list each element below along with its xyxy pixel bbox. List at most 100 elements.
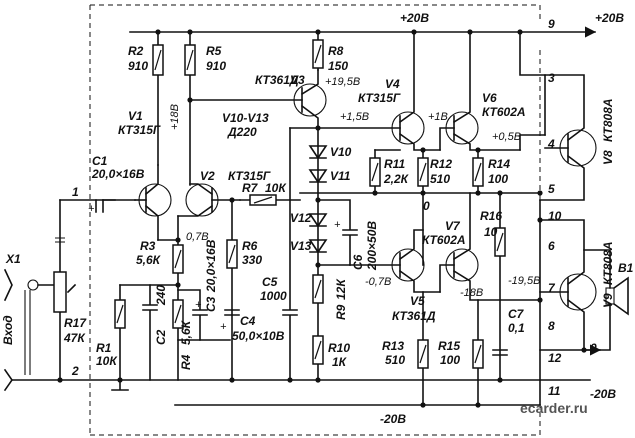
v10-label: V10 bbox=[330, 145, 352, 159]
r14-resistor bbox=[472, 134, 546, 194]
c7-value: 0,1 bbox=[508, 321, 525, 335]
pin-7: 7 bbox=[548, 281, 556, 295]
v2-label: V2 bbox=[200, 169, 215, 183]
pin-2: 2 bbox=[71, 364, 79, 378]
pin-9: 9 bbox=[548, 17, 555, 31]
c6-value: 200×50В bbox=[365, 221, 379, 271]
r7-label: R7 bbox=[242, 181, 259, 195]
r4-label: R4 bbox=[179, 354, 193, 370]
r7-value: 10К bbox=[265, 181, 287, 195]
r6-label: R6 bbox=[242, 239, 258, 253]
r13-value: 510 bbox=[385, 353, 405, 367]
r5-label: R5 bbox=[206, 44, 222, 58]
r15-label: R15 bbox=[438, 339, 460, 353]
v13-label: V13 bbox=[290, 239, 312, 253]
pin-3: 3 bbox=[548, 71, 555, 85]
r17-value: 47К bbox=[63, 331, 86, 345]
b1-label: B1 bbox=[618, 261, 634, 275]
r5-resistor bbox=[184, 31, 196, 186]
v1c-voltage: +18В bbox=[169, 104, 181, 130]
zero-node-label: 0 bbox=[423, 199, 430, 213]
v7e-voltage: -18В bbox=[460, 287, 483, 299]
r12-label: R12 bbox=[430, 157, 452, 171]
v7-type: КТ602А bbox=[422, 233, 466, 247]
r7-resistor bbox=[239, 194, 301, 206]
v7c-voltage: -19,5В bbox=[508, 275, 540, 287]
v8-transistor bbox=[539, 74, 597, 201]
r2-label: R2 bbox=[128, 44, 144, 58]
v2-type: КТ315Г bbox=[228, 169, 271, 183]
r13-resistor bbox=[417, 291, 429, 406]
pin-10: 10 bbox=[548, 209, 562, 223]
diode-string bbox=[308, 127, 358, 381]
r16-label: R16 bbox=[480, 209, 502, 223]
r17-label: R17 bbox=[64, 316, 87, 330]
r11-r12 bbox=[369, 149, 429, 266]
r6-c4-branch bbox=[224, 199, 240, 381]
v8-label: V8 bbox=[601, 150, 615, 165]
v6-type: КТ602А bbox=[482, 105, 526, 119]
v5-transistor bbox=[349, 229, 441, 293]
supply-neg-right-label: -20В bbox=[590, 387, 616, 401]
r6-value: 330 bbox=[242, 253, 262, 267]
r12-value: 510 bbox=[430, 172, 450, 186]
v7-label: V7 bbox=[445, 219, 461, 233]
r14-label: R14 bbox=[488, 157, 510, 171]
emitter-network bbox=[111, 215, 231, 391]
v3-transistor bbox=[189, 69, 401, 129]
r17-potentiometer bbox=[53, 199, 116, 381]
c5-label: C5 bbox=[262, 275, 278, 289]
pin-5: 5 bbox=[548, 182, 555, 196]
r8-resistor bbox=[312, 31, 324, 71]
v2-transistor bbox=[177, 183, 241, 217]
svg-text:+: + bbox=[220, 321, 227, 333]
v9-label: V9 bbox=[601, 293, 615, 308]
v4-label: V4 bbox=[385, 77, 400, 91]
supply-pos-arrow-label: +20В bbox=[595, 11, 624, 25]
r13-label: R13 bbox=[382, 339, 404, 353]
r3-value: 5,6К bbox=[136, 253, 162, 267]
c2-label: C2 bbox=[154, 329, 168, 345]
speaker bbox=[583, 249, 629, 351]
r1-label: R1 bbox=[96, 341, 112, 355]
pin-1: 1 bbox=[72, 185, 79, 199]
pin-4: 4 bbox=[547, 137, 555, 151]
junctions bbox=[57, 29, 587, 408]
v3c-voltage: +1,5В bbox=[340, 111, 369, 123]
r14-value: 100 bbox=[488, 172, 508, 186]
v5-type: КТ361Д bbox=[392, 309, 436, 323]
r11-value: 2,2К bbox=[383, 172, 410, 186]
supply-pos-label: +20В bbox=[400, 11, 429, 25]
r10-value: 1К bbox=[332, 355, 348, 369]
v5-label: V5 bbox=[410, 294, 425, 308]
r8-value: 150 bbox=[328, 59, 348, 73]
v1-transistor bbox=[134, 164, 172, 241]
c1-capacitor bbox=[95, 199, 136, 213]
v9-type: КТ808А bbox=[601, 241, 615, 285]
r15-value: 100 bbox=[440, 353, 460, 367]
c3-value: 20,0×16В bbox=[204, 239, 218, 293]
v3-type: КТ361Д bbox=[255, 73, 299, 87]
v6e-voltage: +0,5В bbox=[492, 131, 521, 143]
diodes-type: Д220 bbox=[227, 125, 257, 139]
v9-transistor bbox=[539, 219, 597, 351]
r2-resistor bbox=[152, 31, 164, 166]
c1-label: C1 bbox=[92, 154, 108, 168]
zero-label: 0 bbox=[590, 341, 597, 355]
v2e-voltage: 0,7В bbox=[186, 231, 209, 243]
c3-label: C3 bbox=[204, 296, 218, 312]
supply-neg-label: -20В bbox=[380, 412, 406, 426]
c1-value: 20,0×16В bbox=[91, 167, 145, 181]
v6-label: V6 bbox=[482, 91, 497, 105]
c4-label: C4 bbox=[240, 314, 256, 328]
svg-text:+: + bbox=[195, 299, 202, 311]
r3-label: R3 bbox=[140, 239, 156, 253]
v6-transistor bbox=[439, 31, 521, 151]
pin-6: 6 bbox=[548, 239, 555, 253]
input-label: Вход bbox=[1, 315, 15, 345]
v1-type: КТ315Г bbox=[118, 123, 161, 137]
c6-label: C6 bbox=[351, 254, 365, 270]
c7-label: C7 bbox=[508, 307, 525, 321]
